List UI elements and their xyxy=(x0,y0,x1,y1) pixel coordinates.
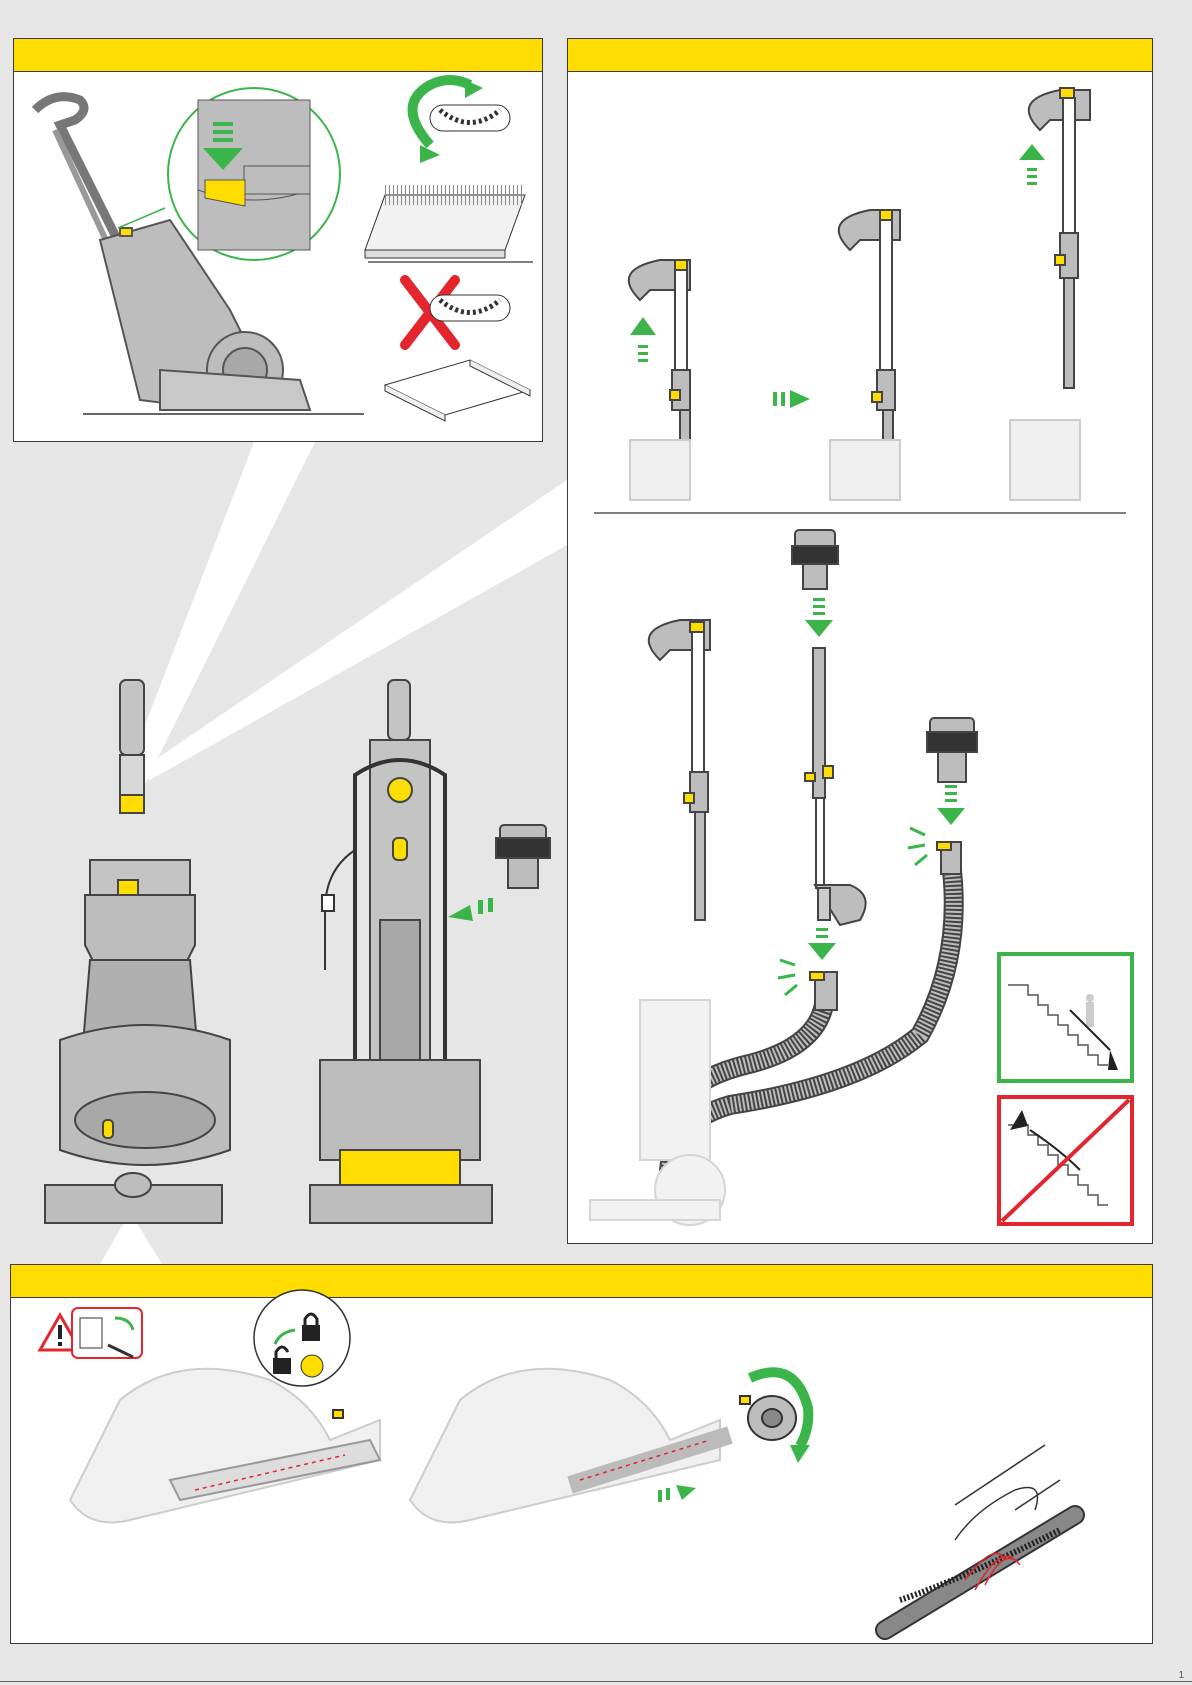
wand-extension xyxy=(792,530,866,925)
push-arrow-icon xyxy=(448,898,493,921)
wand-release-step-3 xyxy=(1010,88,1090,500)
lock-detail-circle xyxy=(254,1290,350,1386)
wand-release-step-2 xyxy=(830,210,900,500)
end-cap xyxy=(740,1396,796,1440)
push-arrow-icon xyxy=(773,390,810,408)
footer-rule xyxy=(0,1681,1192,1682)
brush-roll-small-wrong xyxy=(430,295,510,321)
push-arrow-icon xyxy=(630,317,656,362)
vacuum-faded xyxy=(590,1000,725,1225)
cleaner-head-locked xyxy=(70,1369,380,1523)
stair-tool xyxy=(496,825,550,888)
push-arrow-icon xyxy=(658,1485,696,1502)
brush-roll-small xyxy=(430,105,510,131)
vacuum-front-view xyxy=(45,680,230,1223)
brushbar-hair-cut xyxy=(885,1445,1075,1630)
stairs-wrong-icon xyxy=(999,1097,1132,1224)
flat-filter-sheet xyxy=(385,360,530,421)
wand-detached xyxy=(649,620,710,920)
stair-tool-upper xyxy=(927,718,977,782)
page-number: 1 xyxy=(1178,1670,1184,1681)
filter-pad-bristles xyxy=(365,195,525,258)
push-arrow-icon xyxy=(1019,144,1045,185)
unplug-icon xyxy=(72,1308,142,1358)
wand-release-step-1 xyxy=(629,260,690,500)
vacuum-rear-view xyxy=(310,680,492,1223)
stairs-correct-icon xyxy=(999,954,1132,1081)
